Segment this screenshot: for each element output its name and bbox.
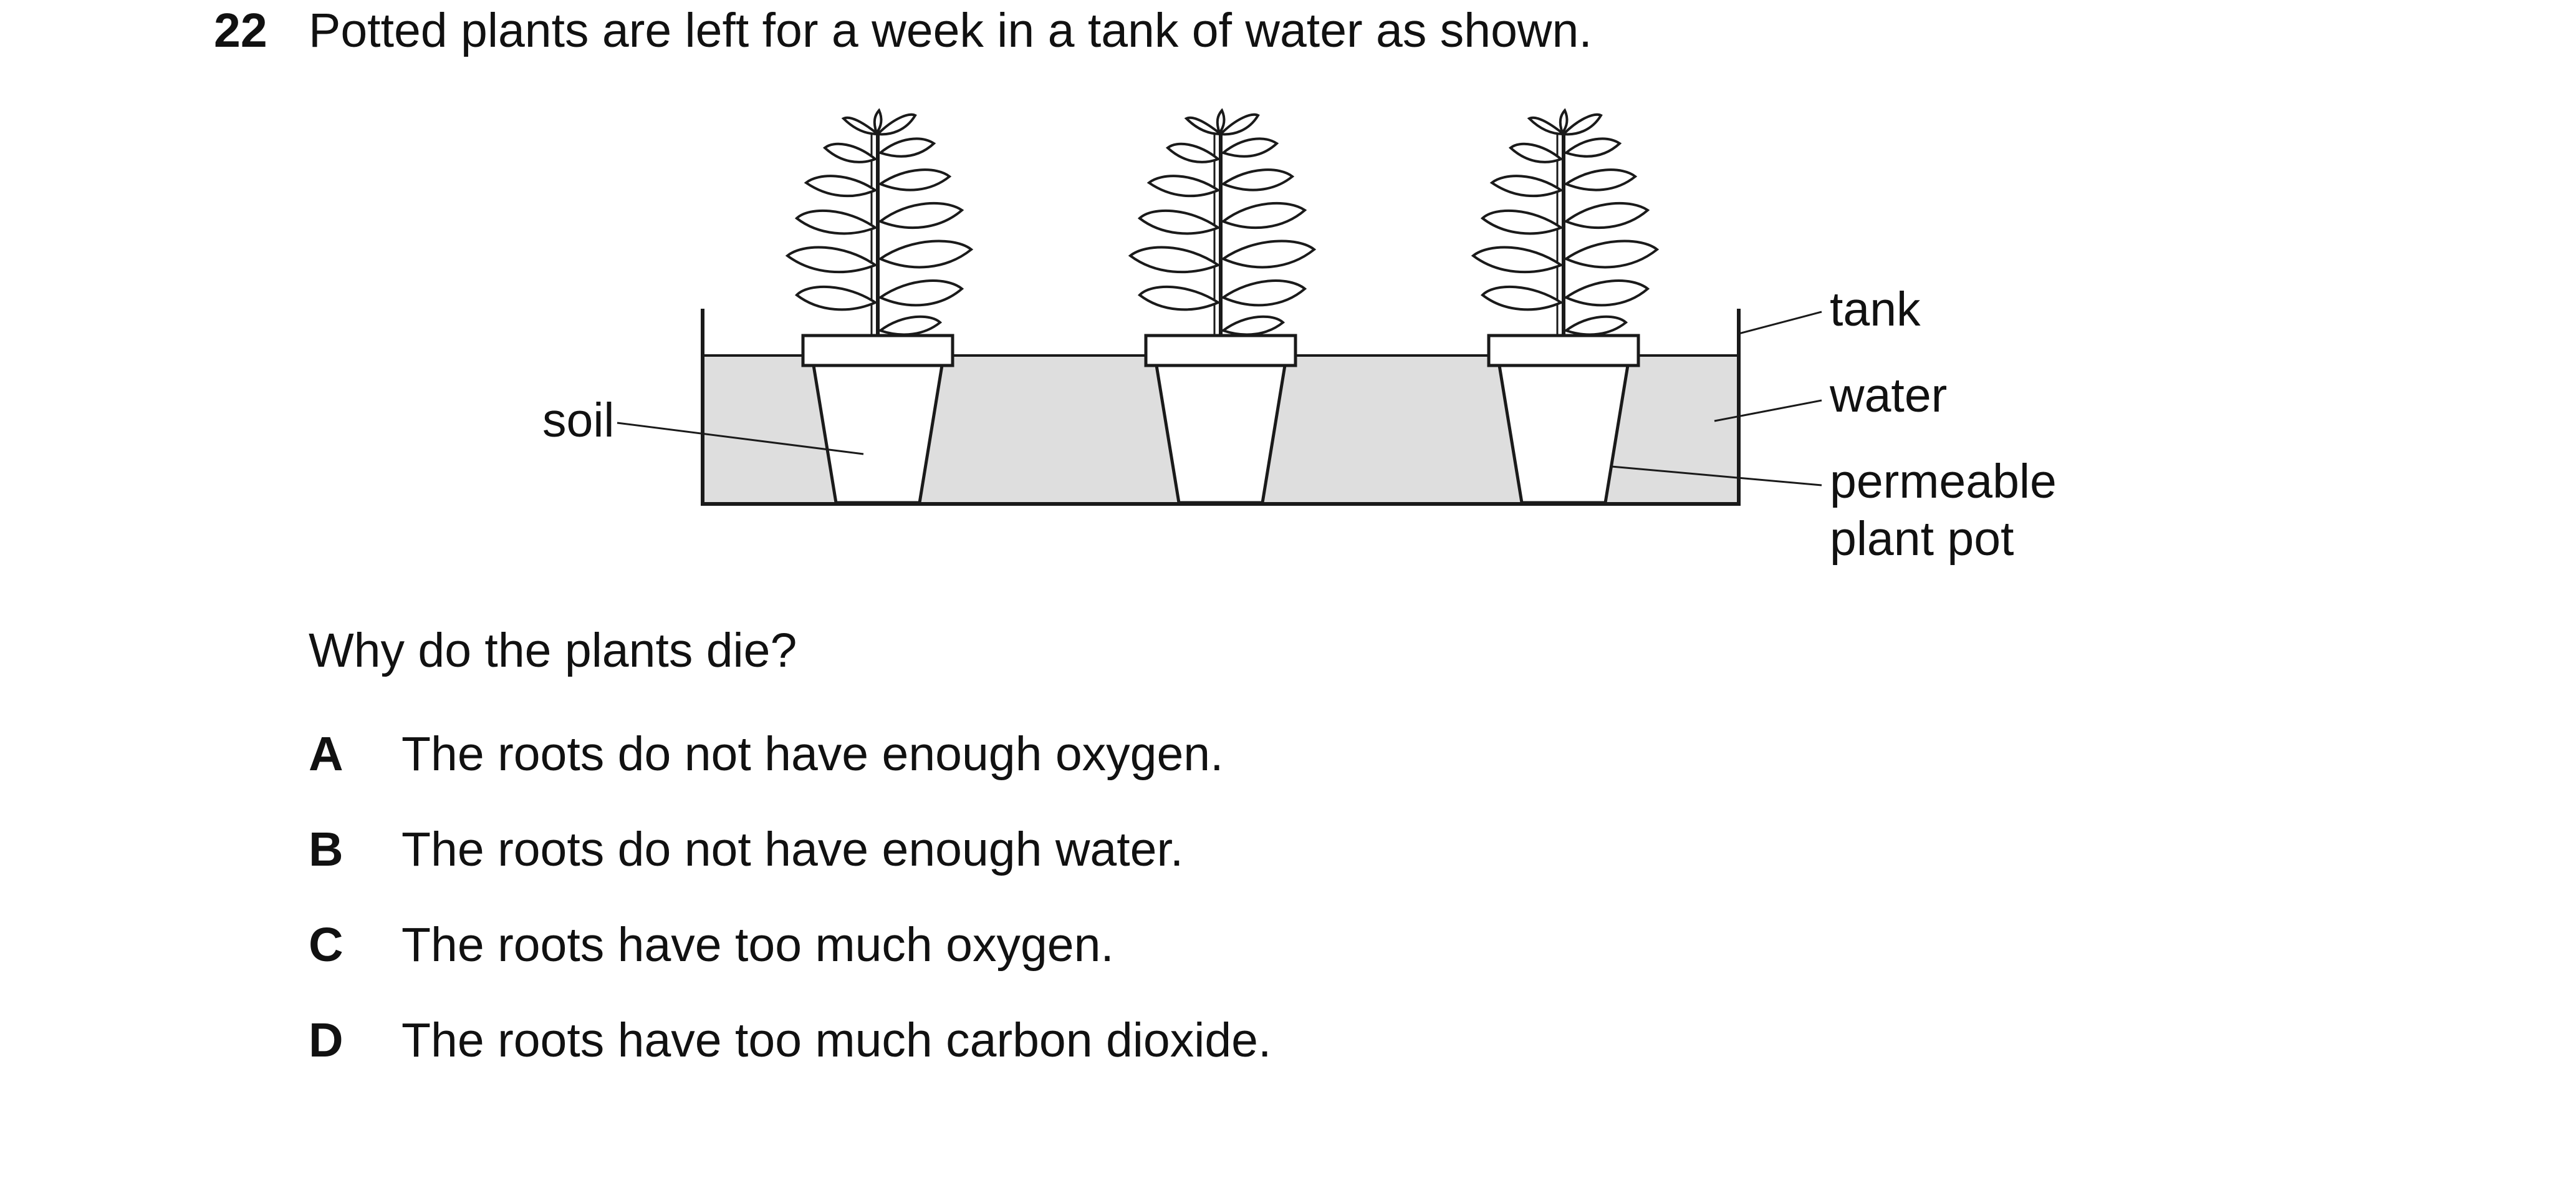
tank-outline: [701, 309, 1741, 506]
plant-1: [787, 110, 971, 337]
option-d-text: The roots have too much carbon dioxide.: [401, 1013, 1272, 1067]
plant-3: [1473, 110, 1657, 337]
label-water: water: [1829, 369, 1947, 422]
label-soil: soil: [542, 394, 615, 447]
water-leader-line: [1714, 399, 1822, 422]
pot-leader-line: [1611, 465, 1822, 486]
question-stem: Potted plants are left for a week in a t…: [309, 4, 1592, 57]
soil-leader-line: [617, 422, 864, 455]
option-a-letter: A: [309, 727, 344, 781]
tank-leader-line: [1738, 311, 1822, 335]
option-a-text: The roots do not have enough oxygen.: [401, 727, 1224, 781]
label-permeable: permeable: [1830, 455, 2057, 508]
question-number: 22: [214, 4, 267, 57]
option-b-text: The roots do not have enough water.: [401, 823, 1184, 876]
question-prompt: Why do the plants die?: [309, 624, 797, 677]
option-b-letter: B: [309, 823, 344, 876]
label-tank: tank: [1830, 283, 1921, 336]
label-plant-pot: plant pot: [1830, 512, 2014, 566]
option-d-letter: D: [309, 1013, 344, 1067]
plant-2: [1130, 110, 1314, 337]
option-c-text: The roots have too much oxygen.: [401, 918, 1114, 972]
option-c-letter: C: [309, 918, 344, 972]
